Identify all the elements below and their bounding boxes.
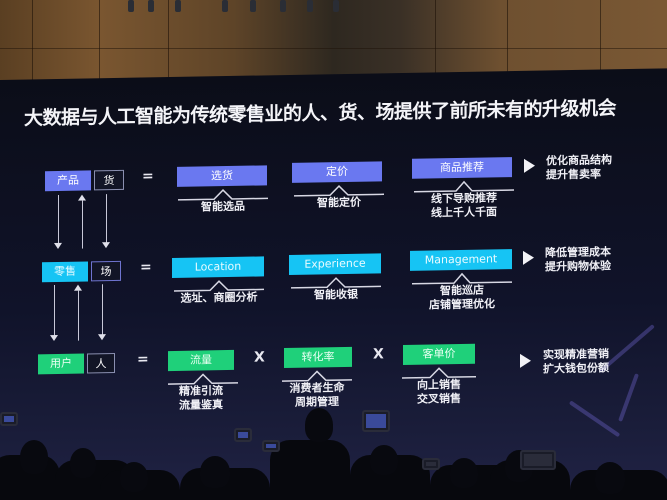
result-line: 扩大钱包份额 [543, 361, 609, 376]
multiply-sign: X [254, 349, 265, 366]
arrow-up-icon [78, 194, 86, 201]
audience-silhouettes [0, 400, 667, 500]
factor-desc: 线上千人千面 [431, 205, 497, 220]
label-place: 场 [91, 260, 121, 282]
slide-title: 大数据与人工智能为传统零售业的人、货、场提供了前所未有的升级机会 [24, 97, 617, 130]
factor-management: Management [410, 249, 512, 271]
caret-connector-icon [282, 369, 352, 382]
play-arrow-icon [523, 250, 534, 265]
factor-product-recommendation: 商品推荐 [412, 157, 512, 179]
result-line: 降低管理成本 [545, 245, 611, 260]
caret-connector-icon [294, 183, 384, 197]
factor-location: Location [172, 256, 264, 278]
arrow-line [78, 290, 79, 341]
factor-desc: 智能收银 [314, 287, 358, 302]
arrow-up-icon [74, 284, 82, 291]
caret-connector-icon [414, 179, 514, 193]
equals-sign: = [140, 259, 152, 276]
factor-desc: 智能选品 [201, 199, 245, 214]
factor-desc: 向上销售 [417, 377, 461, 392]
phone [0, 412, 18, 426]
arrow-down-icon [98, 334, 106, 341]
factor-average-order-value: 客单价 [403, 343, 475, 365]
row-people: 用户 人 = 流量 精准引流 流量鉴真 X 转化率 消费者生命 周期管理 X 客… [0, 68, 667, 412]
caret-connector-icon [291, 275, 381, 289]
factor-desc: 精准引流 [179, 384, 223, 398]
arrow-line [58, 194, 59, 245]
caret-connector-icon [412, 271, 512, 285]
result-line: 提升售卖率 [546, 167, 601, 182]
factor-select-goods: 选货 [177, 165, 267, 187]
result-line: 提升购物体验 [545, 259, 611, 274]
factor-desc: 智能定价 [317, 195, 361, 210]
row-goods: 产品 货 = 选货 智能选品 定价 智能定价 商品推荐 线下导购推荐 线上千人千… [0, 68, 667, 219]
equals-sign: = [142, 168, 154, 185]
phone [362, 410, 390, 432]
presentation-slide: 大数据与人工智能为传统零售业的人、货、场提供了前所未有的升级机会 产品 货 = … [0, 68, 667, 500]
factor-desc: 选址、商圈分析 [180, 290, 258, 305]
arrow-line [54, 285, 55, 338]
caret-connector-icon [402, 366, 476, 379]
caret-connector-icon [168, 372, 238, 385]
arrow-down-icon [50, 334, 58, 342]
factor-desc: 店铺管理优化 [429, 297, 495, 312]
factor-traffic: 流量 [168, 349, 234, 372]
equals-sign: = [137, 351, 149, 368]
phone [262, 440, 280, 452]
row-place: 零售 场 = Location 选址、商圈分析 Experience 智能收银 … [0, 68, 667, 312]
result-line: 优化商品结构 [546, 153, 612, 168]
label-people: 人 [87, 352, 115, 374]
factor-conversion-rate: 转化率 [284, 346, 352, 369]
factor-pricing: 定价 [292, 161, 382, 183]
phone [520, 450, 556, 470]
arrow-down-icon [54, 242, 62, 250]
result-line: 实现精准营销 [543, 347, 609, 362]
arrow-line [82, 200, 83, 249]
play-arrow-icon [524, 158, 535, 173]
label-user: 用户 [38, 353, 84, 375]
arrow-down-icon [102, 242, 110, 249]
phone [234, 428, 252, 442]
phone [422, 458, 440, 470]
factor-experience: Experience [289, 253, 381, 275]
caret-connector-icon [174, 278, 264, 292]
multiply-sign: X [373, 346, 384, 363]
label-retail: 零售 [42, 261, 88, 283]
caret-connector-icon [178, 187, 268, 201]
play-arrow-icon [520, 353, 531, 368]
label-product: 产品 [45, 170, 91, 192]
arrow-line [102, 284, 103, 337]
label-goods: 货 [94, 169, 124, 191]
arrow-line [106, 194, 107, 245]
factor-desc: 消费者生命 [289, 380, 345, 395]
